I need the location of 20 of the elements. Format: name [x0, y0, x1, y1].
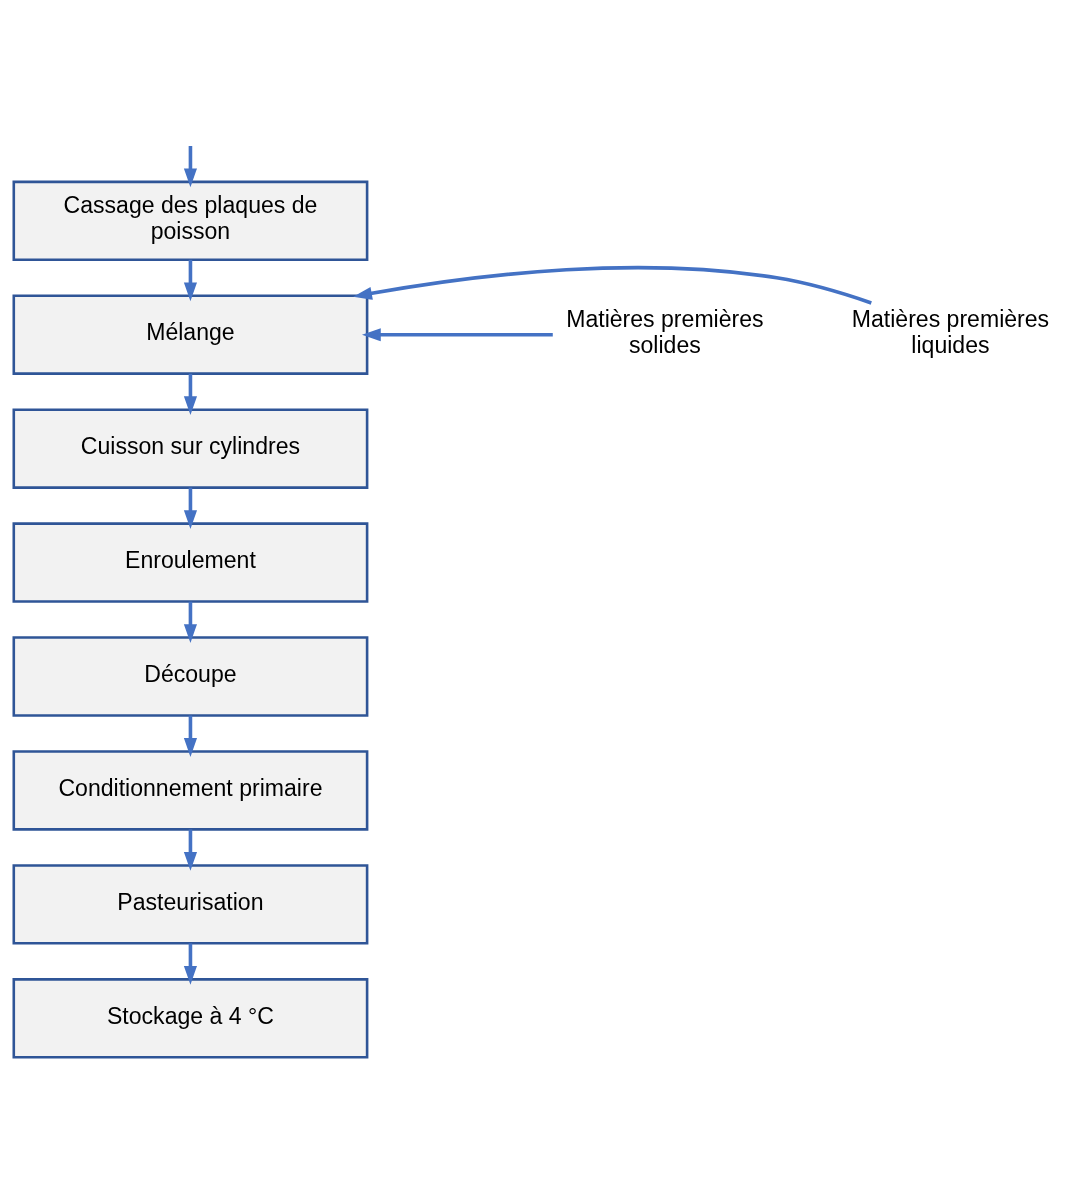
- arrow: [183, 487, 198, 530]
- node-box: Cuisson sur cylindres: [12, 408, 369, 489]
- node-box: Conditionnement primaire: [12, 750, 369, 831]
- arrow: [183, 943, 198, 985]
- arrow: [353, 265, 872, 305]
- node-box: Pasteurisation: [12, 864, 369, 945]
- arrow: [183, 829, 198, 871]
- arrow: [183, 146, 198, 188]
- node-box: Cassage des plaques de poisson: [12, 180, 369, 262]
- arrow: [183, 601, 198, 643]
- arrow: [183, 715, 198, 757]
- node-box: Enroulement: [12, 522, 369, 603]
- node-box: Mélange: [12, 294, 369, 375]
- node-text: Matières premières solides: [566, 306, 764, 359]
- node-text: Matières premières liquides: [851, 306, 1050, 359]
- arrow: [183, 373, 198, 416]
- arrow: [183, 259, 198, 302]
- arrow: [361, 328, 553, 342]
- node-box: Stockage à 4 °C: [12, 978, 369, 1059]
- node-box: Découpe: [12, 636, 369, 717]
